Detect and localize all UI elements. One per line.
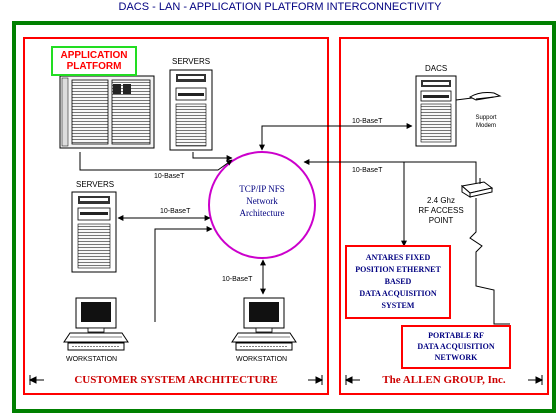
hub-line1: TCP/IP NFS (239, 184, 285, 194)
support-modem (455, 92, 502, 101)
application-platform-line1: APPLICATION (60, 50, 128, 61)
outer-frame (12, 21, 556, 413)
dacs-tower (415, 75, 457, 147)
antares-line4: DATA ACQUISITION (359, 289, 437, 298)
portable-line2: DATA ACQUISITION (417, 342, 495, 351)
connection-lines (79, 123, 510, 325)
allen-footer: The ALLEN GROUP, Inc. (382, 374, 506, 386)
support-modem-label: Support Modem (468, 114, 504, 130)
application-platform-line2: PLATFORM (66, 61, 122, 72)
link-label-servers: 10-BaseT (160, 208, 191, 215)
portable-rf-box (401, 325, 511, 369)
servers-top-label: SERVERS (172, 57, 211, 66)
workstation-right-label: WORKSTATION (236, 356, 288, 363)
page-title: DACS - LAN - APPLICATION PLATFORM INTERC… (118, 1, 442, 13)
portable-rf-label: PORTABLE RF DATA ACQUISITION NETWORK (402, 330, 510, 363)
allen-footer-arrows (344, 375, 544, 385)
customer-footer: CUSTOMER SYSTEM ARCHITECTURE (74, 374, 278, 386)
rf-access-point-label: 2.4 Ghz RF ACCESS POINT (412, 196, 470, 226)
link-label-workstation: 10-BaseT (222, 276, 253, 283)
antares-line2: POSITION ETHERNET (355, 265, 441, 274)
antares-line5: SYSTEM (381, 301, 415, 310)
rf-point-line3: POINT (428, 216, 454, 225)
antares-label: ANTARES FIXED POSITION ETHERNET BASED DA… (346, 252, 450, 312)
portable-line3: NETWORK (434, 353, 478, 362)
support-modem-line2: Modem (475, 123, 496, 129)
hub-line3: Architecture (239, 208, 285, 218)
dacs-label: DACS (425, 64, 448, 73)
hub-label: TCP/IP NFS Network Architecture (222, 183, 302, 219)
antares-line1: ANTARES FIXED (365, 253, 431, 262)
application-platform-label-box (51, 46, 137, 76)
rf-point-line2: RF ACCESS (418, 206, 464, 215)
link-label-rf: 10-BaseT (352, 167, 383, 174)
servers-left-label: SERVERS (76, 180, 115, 189)
customer-section-border (23, 37, 329, 395)
network-hub-ring (208, 151, 316, 259)
antares-box (345, 245, 451, 319)
allen-section-border (339, 37, 549, 395)
rf-access-point (460, 178, 494, 198)
support-modem-line1: Support (475, 115, 497, 121)
application-platform-label: APPLICATION PLATFORM (52, 50, 136, 72)
portable-line1: PORTABLE RF (428, 331, 484, 340)
customer-footer-arrows (28, 375, 324, 385)
rf-point-line1: 2.4 Ghz (426, 196, 455, 205)
application-platform-cabinet (59, 75, 155, 149)
hub-line2: Network (246, 196, 278, 206)
server-tower-left (71, 191, 117, 273)
link-label-platform: 10-BaseT (154, 173, 185, 180)
server-tower-top (169, 69, 213, 151)
workstation-left (63, 297, 129, 351)
workstation-left-label: WORKSTATION (66, 356, 118, 363)
workstation-right (231, 297, 297, 351)
link-label-dacs: 10-BaseT (352, 118, 383, 125)
antares-line3: BASED (384, 277, 412, 286)
